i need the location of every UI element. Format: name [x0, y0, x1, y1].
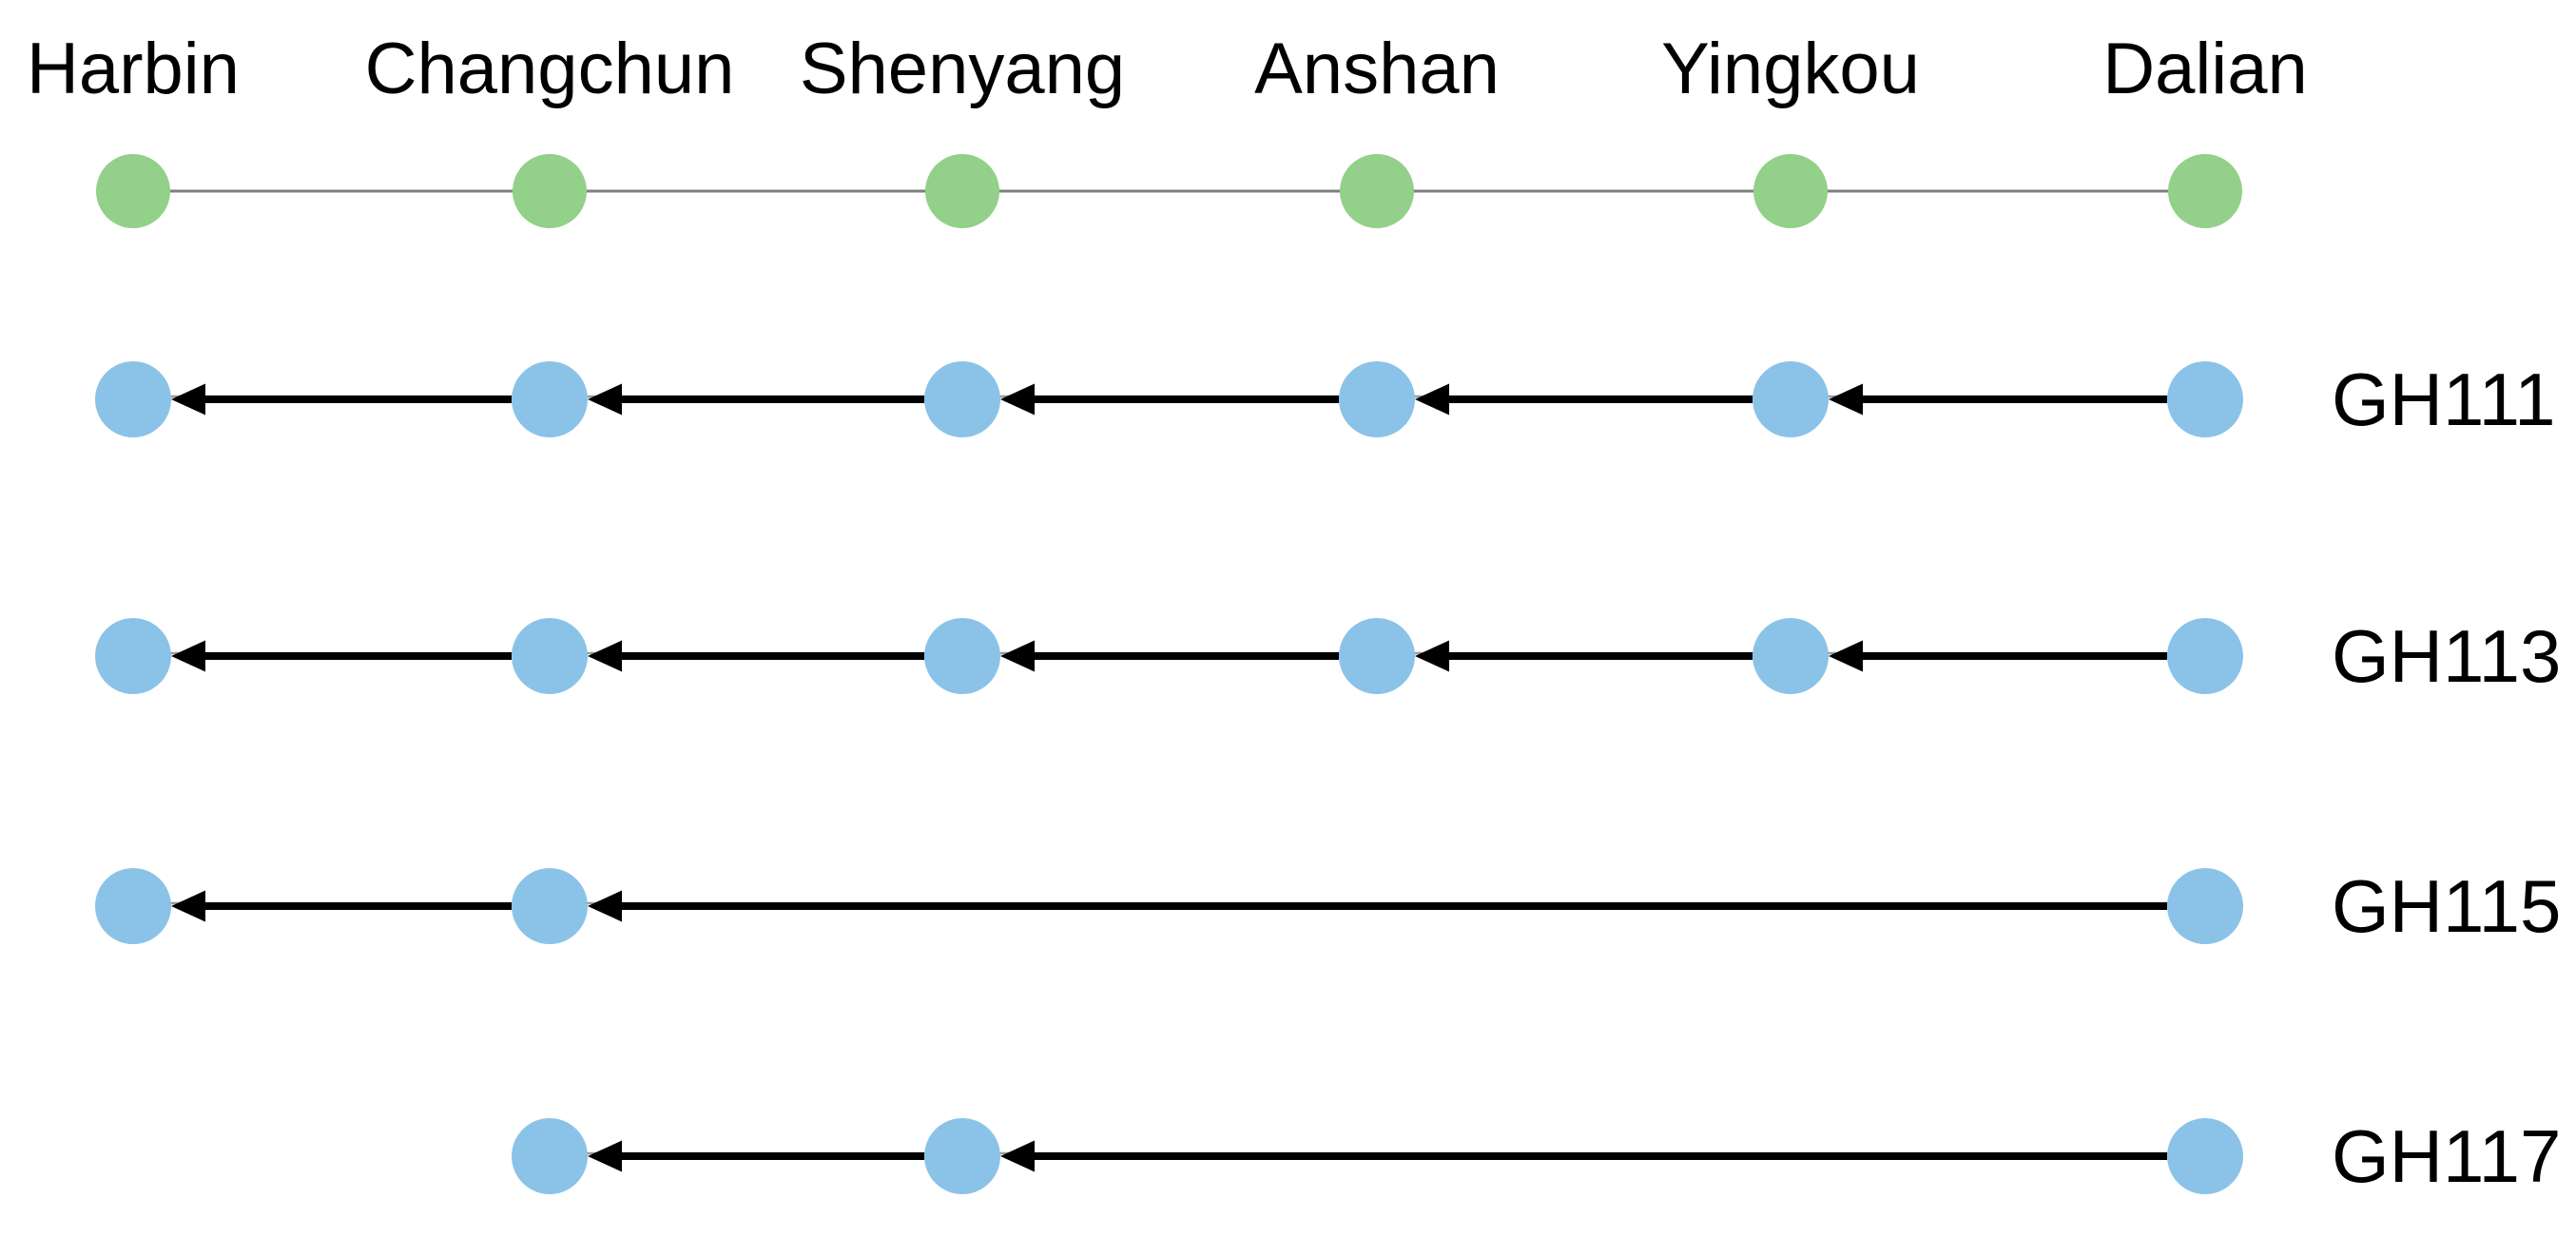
train-arrow-gh113-shenyang-to-changchun — [588, 640, 924, 672]
train-node-gh113-yingkou — [1753, 618, 1829, 694]
train-arrow-gh111-dalian-to-yingkou — [1829, 383, 2167, 416]
train-arrow-gh111-shenyang-to-changchun — [588, 383, 924, 416]
train-node-gh111-yingkou — [1753, 361, 1829, 437]
arrowhead-left-icon — [1000, 383, 1035, 416]
station-node-yingkou — [1753, 154, 1828, 228]
train-node-gh113-changchun — [512, 618, 588, 694]
train-arrow-gh113-yingkou-to-anshan — [1415, 640, 1753, 672]
train-arrow-gh115-dalian-to-changchun — [588, 890, 2167, 922]
train-node-gh113-dalian — [2167, 618, 2243, 694]
station-node-anshan — [1340, 154, 1414, 228]
arrowhead-left-icon — [171, 890, 205, 922]
train-row-gh115: GH115 — [95, 864, 2561, 948]
station-label-harbin: Harbin — [27, 29, 240, 109]
train-label-gh111: GH111 — [2332, 358, 2556, 441]
train-arrow-gh111-yingkou-to-anshan — [1415, 383, 1753, 416]
train-arrow-gh113-dalian-to-yingkou — [1829, 640, 2167, 672]
train-node-gh111-dalian — [2167, 361, 2243, 437]
train-label-gh117: GH117 — [2332, 1114, 2561, 1198]
train-node-gh115-dalian — [2167, 868, 2243, 944]
station-label-changchun: Changchun — [365, 29, 735, 109]
train-node-gh113-harbin — [95, 618, 171, 694]
train-arrow-gh113-anshan-to-shenyang — [1000, 640, 1339, 672]
train-row-gh113: GH113 — [95, 614, 2561, 698]
station-label-yingkou: Yingkou — [1661, 29, 1920, 109]
train-row-gh111: GH111 — [95, 358, 2556, 441]
arrowhead-left-icon — [171, 640, 205, 672]
train-arrow-gh117-dalian-to-shenyang — [1000, 1140, 2167, 1172]
station-label-shenyang: Shenyang — [800, 29, 1125, 109]
station-node-changchun — [513, 154, 587, 228]
station-node-harbin — [96, 154, 170, 228]
arrowhead-left-icon — [588, 890, 622, 922]
train-node-gh111-shenyang — [924, 361, 1000, 437]
train-arrow-gh117-shenyang-to-changchun — [588, 1140, 924, 1172]
train-arrow-gh111-anshan-to-shenyang — [1000, 383, 1339, 416]
station-node-shenyang — [925, 154, 999, 228]
train-node-gh111-changchun — [512, 361, 588, 437]
arrowhead-left-icon — [1415, 383, 1449, 416]
train-node-gh113-anshan — [1339, 618, 1415, 694]
train-row-gh117: GH117 — [512, 1114, 2561, 1198]
train-node-gh117-shenyang — [924, 1118, 1000, 1194]
train-node-gh115-harbin — [95, 868, 171, 944]
station-label-anshan: Anshan — [1254, 29, 1500, 109]
arrowhead-left-icon — [1000, 640, 1035, 672]
station-label-dalian: Dalian — [2102, 29, 2307, 109]
train-arrow-gh113-changchun-to-harbin — [171, 640, 512, 672]
station-axis: Harbin Changchun Shenyang Anshan Yingkou Dali… — [27, 29, 2308, 228]
arrowhead-left-icon — [171, 383, 205, 416]
arrowhead-left-icon — [1415, 640, 1449, 672]
station-node-dalian — [2168, 154, 2242, 228]
train-node-gh115-changchun — [512, 868, 588, 944]
arrowhead-left-icon — [588, 383, 622, 416]
arrowhead-left-icon — [1829, 383, 1863, 416]
train-arrow-gh111-changchun-to-harbin — [171, 383, 512, 416]
train-node-gh111-anshan — [1339, 361, 1415, 437]
train-node-gh117-changchun — [512, 1118, 588, 1194]
arrowhead-left-icon — [1829, 640, 1863, 672]
train-arrow-gh115-changchun-to-harbin — [171, 890, 512, 922]
arrowhead-left-icon — [588, 640, 622, 672]
train-node-gh117-dalian — [2167, 1118, 2243, 1194]
arrowhead-left-icon — [588, 1140, 622, 1172]
train-node-gh113-shenyang — [924, 618, 1000, 694]
train-label-gh115: GH115 — [2332, 864, 2561, 948]
train-label-gh113: GH113 — [2332, 614, 2561, 698]
train-node-gh111-harbin — [95, 361, 171, 437]
arrowhead-left-icon — [1000, 1140, 1035, 1172]
